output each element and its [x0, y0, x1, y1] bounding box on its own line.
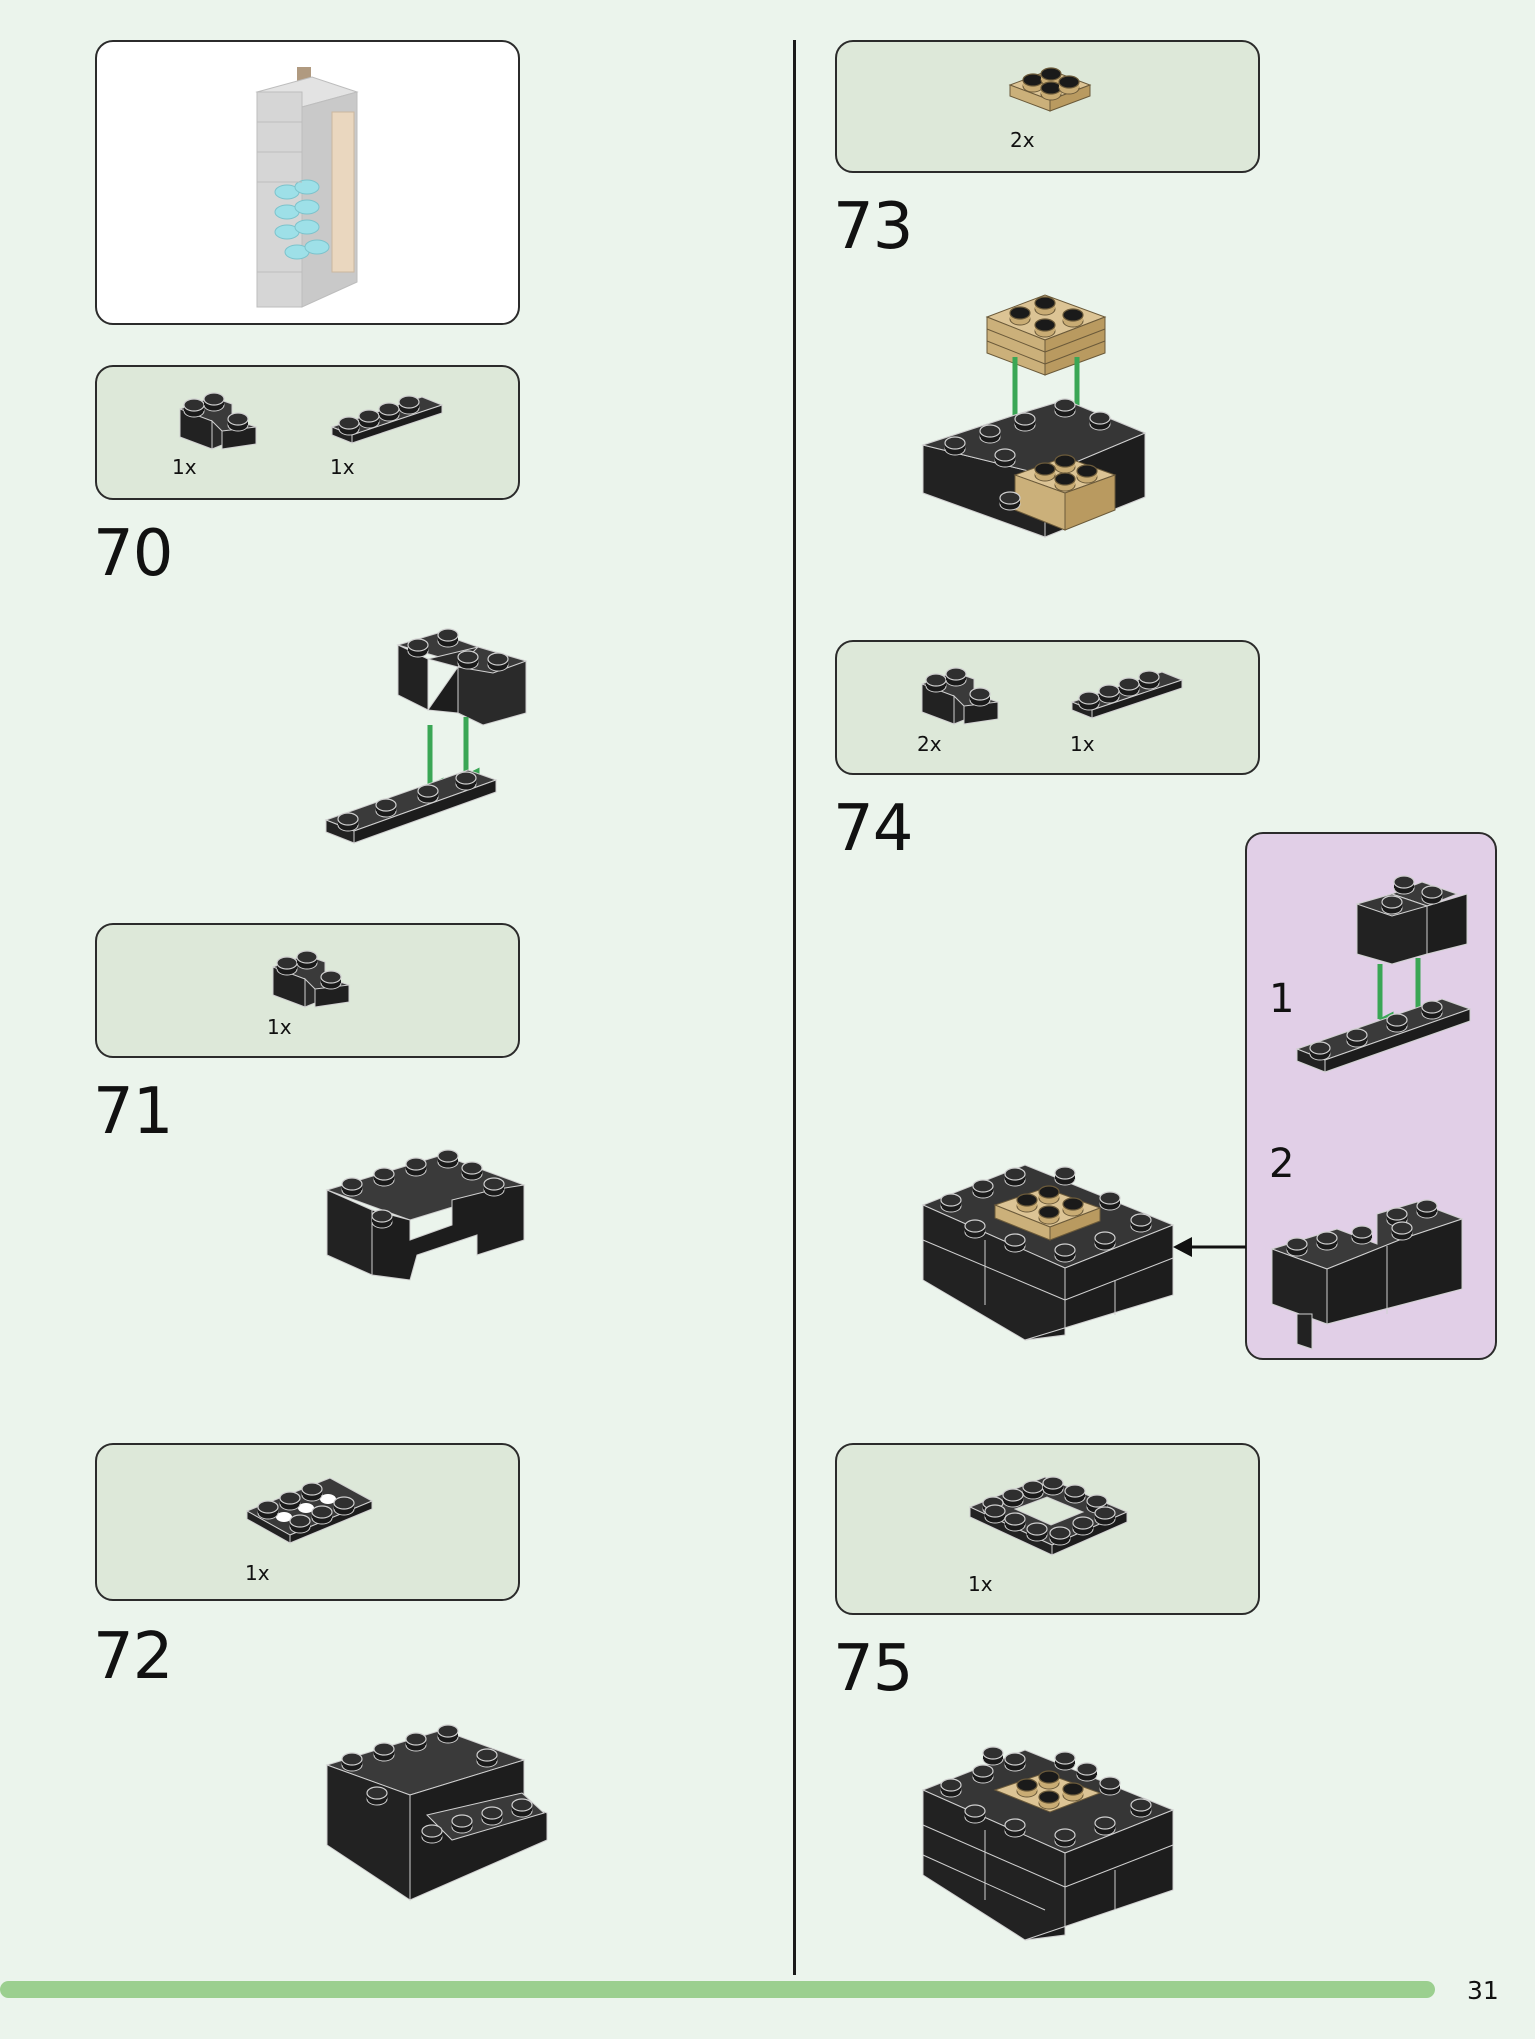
- step-number-72: 72: [93, 1620, 173, 1694]
- parts-box-step-70: 1x 1x: [95, 365, 520, 500]
- part-quantity: 1x: [245, 1561, 270, 1585]
- parts-box-step-71: 1x: [95, 923, 520, 1058]
- corner-brick-icon: [272, 950, 351, 1008]
- hollow-plate-icon: [245, 1477, 374, 1544]
- step-number-73: 73: [833, 190, 913, 264]
- part-quantity: 1x: [968, 1572, 993, 1596]
- step-number-70: 70: [93, 517, 173, 591]
- page-number: 31: [1467, 1976, 1499, 2005]
- corner-brick-icon: [179, 392, 258, 450]
- parts-box-step-73: 2x: [835, 40, 1260, 173]
- part-quantity: 1x: [1070, 732, 1095, 756]
- parts-box-step-72: 1x: [95, 1443, 520, 1601]
- parts-box-step-75: 1x: [835, 1443, 1260, 1615]
- substep-number-1: 1: [1269, 976, 1295, 1022]
- plate-1x4-icon: [1070, 670, 1184, 719]
- step-74-illustration: [921, 1164, 1175, 1341]
- step-72-illustration: [325, 1724, 548, 1901]
- attach-arrow: [1173, 1237, 1246, 1257]
- part-quantity: 1x: [172, 455, 197, 479]
- substep-2-illustration: [1270, 1199, 1464, 1350]
- step-number-71: 71: [93, 1075, 173, 1149]
- subassembly-box-step-74: 1 2: [1245, 832, 1497, 1360]
- corner-brick-icon: [921, 667, 1000, 725]
- part-quantity: 1x: [267, 1015, 292, 1039]
- frame-plate-icon: [968, 1476, 1129, 1556]
- step-number-75: 75: [833, 1632, 913, 1706]
- substep-1-illustration: [1295, 875, 1472, 1073]
- footer-progress-bar: [0, 1981, 1435, 1998]
- step-number-74: 74: [833, 792, 913, 866]
- step-75-illustration: [921, 1746, 1175, 1941]
- part-quantity: 1x: [330, 455, 355, 479]
- plate-1x4-icon: [330, 395, 444, 444]
- tower-overview-image: [255, 67, 359, 308]
- step-73-illustration: [921, 294, 1147, 538]
- step-70-illustration: [324, 628, 528, 844]
- tan-plate-2x2-icon: [1008, 67, 1092, 112]
- overview-box: [95, 40, 520, 325]
- step-71-illustration: [325, 1149, 526, 1281]
- part-quantity: 2x: [1010, 128, 1035, 152]
- part-quantity: 2x: [917, 732, 942, 756]
- parts-box-step-74: 2x 1x: [835, 640, 1260, 775]
- column-divider: [793, 40, 796, 1975]
- substep-number-2: 2: [1269, 1141, 1295, 1187]
